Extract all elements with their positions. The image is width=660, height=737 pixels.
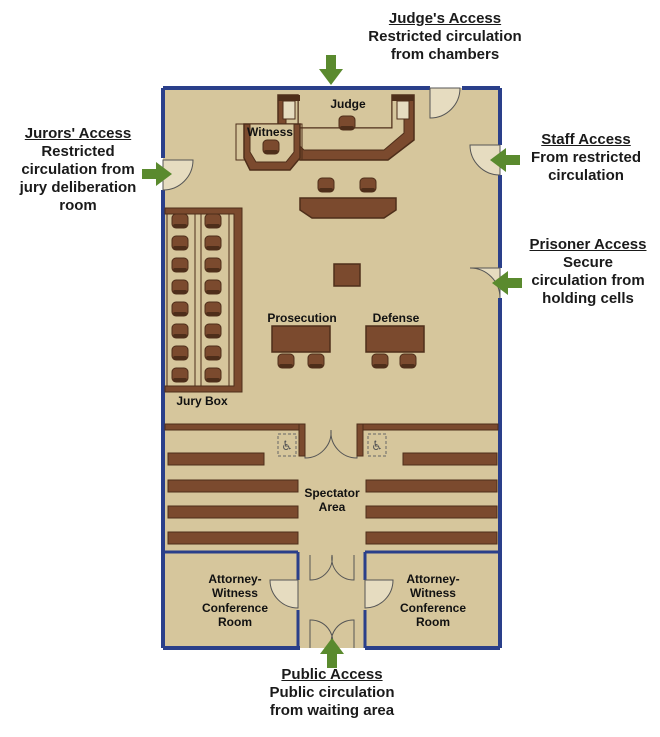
public-access-title: Public Access: [281, 666, 383, 683]
judge-bench: [277, 94, 415, 161]
svg-text:♿: ♿: [281, 439, 293, 454]
judge-access-desc: Restricted circulation from chambers: [368, 28, 522, 63]
svg-text:♿: ♿: [371, 439, 383, 454]
conference-room-right-label: Attorney- Witness Conference Room: [399, 572, 467, 630]
defense-chair: [399, 353, 417, 369]
defense-label: Defense: [372, 311, 420, 325]
jurors-access-desc: Restricted circulation from jury deliber…: [19, 143, 137, 214]
prisoner-access-desc: Secure circulation from holding cells: [531, 254, 645, 307]
judge-label: Judge: [330, 97, 366, 111]
prosecution-table: [271, 325, 331, 353]
spectator-benches: [167, 452, 498, 545]
witness-chair: [262, 139, 280, 155]
prosecution-chair: [277, 353, 295, 369]
prosecution-chair: [307, 353, 325, 369]
judge-chair: [338, 115, 356, 131]
public-access-desc: Public circulation from waiting area: [269, 684, 395, 719]
wheelchair-icon: ♿: [367, 433, 387, 457]
jury-box-label: Jury Box: [176, 394, 228, 408]
conference-room-left-label: Attorney- Witness Conference Room: [201, 572, 269, 630]
spectator-area-label: Spectator Area: [304, 486, 360, 515]
jurors-access-title: Jurors' Access: [24, 125, 132, 142]
conference-walls: [163, 550, 500, 648]
defense-table: [365, 325, 425, 353]
staff-access-callout: Staff Access From restricted circulation: [517, 131, 655, 185]
outer-walls: [161, 86, 502, 650]
public-access-callout: Public Access Public circulation from wa…: [237, 666, 427, 720]
bar-rail: [164, 423, 499, 457]
prisoner-access-callout: Prisoner Access Secure circulation from …: [518, 236, 658, 308]
clerk-desk: [299, 197, 397, 219]
jurors-access-callout: Jurors' Access Restricted circulation fr…: [6, 125, 150, 215]
lectern: [333, 263, 361, 287]
judge-access-callout: Judge's Access Restricted circulation fr…: [345, 10, 545, 64]
prosecution-label: Prosecution: [267, 311, 337, 325]
doors: [162, 87, 501, 649]
judge-access-title: Judge's Access: [388, 10, 502, 27]
witness-label: Witness: [247, 125, 293, 139]
staff-access-title: Staff Access: [541, 131, 631, 148]
jury-box: [164, 207, 243, 393]
defense-chair: [371, 353, 389, 369]
prisoner-access-title: Prisoner Access: [529, 236, 647, 253]
clerk-chair: [359, 177, 377, 193]
wheelchair-icon: ♿: [277, 433, 297, 457]
staff-access-desc: From restricted circulation: [530, 149, 642, 184]
judge-access-arrow-icon: [319, 55, 343, 85]
clerk-chair: [317, 177, 335, 193]
